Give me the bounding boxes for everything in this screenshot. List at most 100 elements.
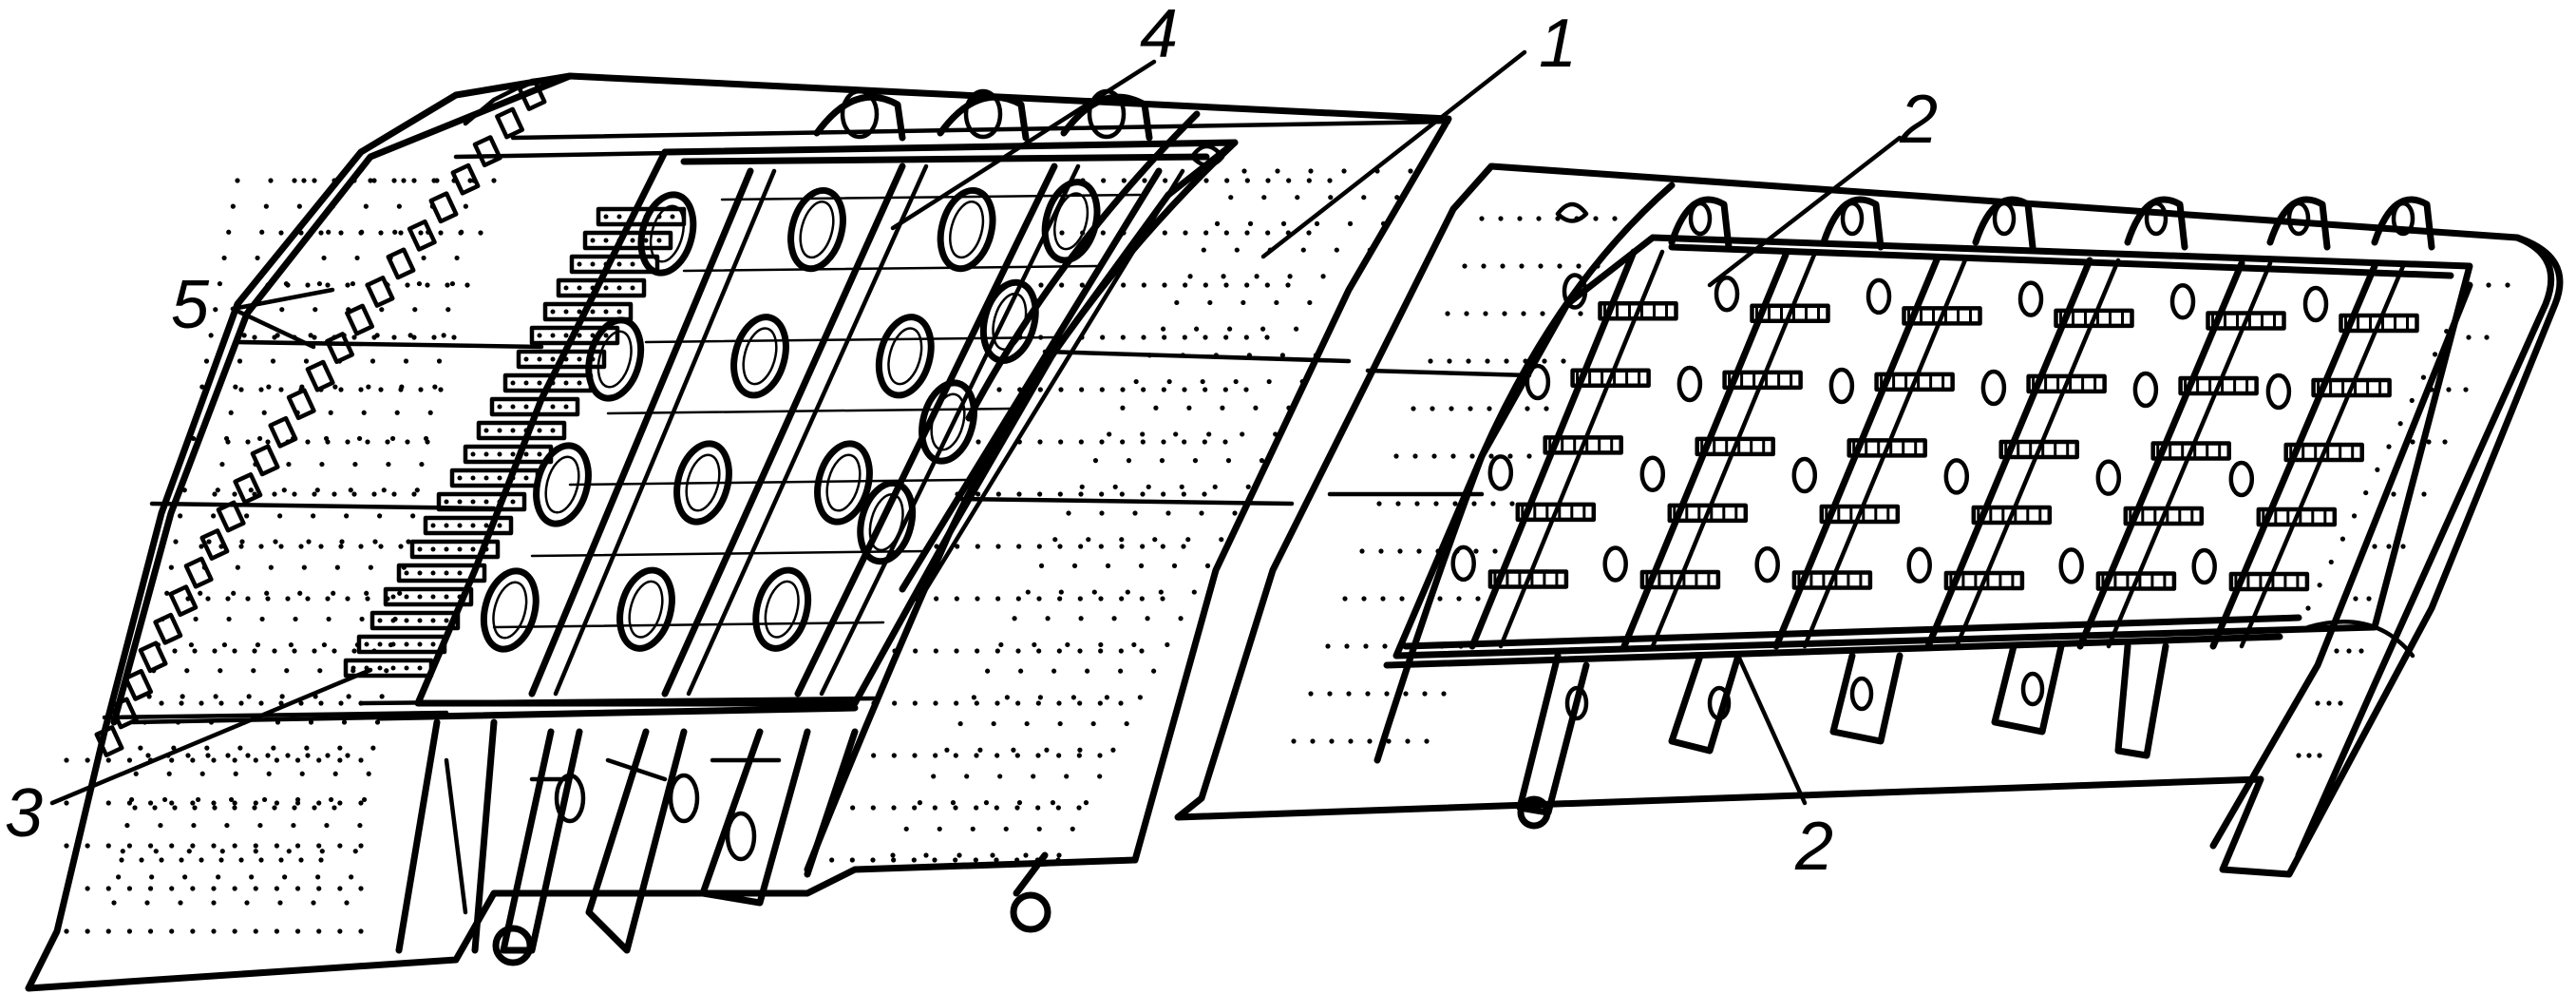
rivet bbox=[1098, 641, 1104, 648]
rivet bbox=[259, 616, 265, 622]
rivet bbox=[277, 513, 283, 519]
filler-dot bbox=[577, 309, 582, 315]
stiffener-block bbox=[1750, 303, 1830, 324]
stiffener-block bbox=[1487, 569, 1569, 589]
rivet bbox=[2306, 753, 2312, 758]
rivet bbox=[1121, 282, 1127, 288]
rivet bbox=[266, 384, 272, 390]
rivet bbox=[275, 719, 281, 725]
rivet bbox=[308, 333, 313, 338]
rivet bbox=[1066, 510, 1071, 516]
rivet bbox=[1308, 691, 1314, 697]
lightening-hole bbox=[2228, 460, 2255, 498]
rivet bbox=[331, 491, 337, 497]
rivet bbox=[323, 435, 330, 442]
rivet bbox=[1163, 178, 1168, 183]
rivet bbox=[2467, 282, 2472, 288]
rivet bbox=[1401, 643, 1407, 649]
rivet bbox=[391, 491, 397, 497]
rivet bbox=[211, 800, 217, 806]
filler-cell bbox=[582, 230, 673, 251]
filler-dot bbox=[590, 356, 596, 362]
filler-dot bbox=[523, 475, 529, 481]
rivet bbox=[292, 178, 297, 183]
rivet bbox=[132, 805, 138, 811]
rib bbox=[528, 167, 754, 698]
rivet bbox=[301, 178, 307, 183]
rivet bbox=[372, 539, 378, 545]
stiffener bbox=[530, 549, 928, 558]
filler-dot bbox=[537, 404, 542, 410]
filler-dot bbox=[577, 285, 582, 291]
rivet bbox=[1078, 439, 1084, 445]
stiffener-block bbox=[2256, 507, 2338, 527]
rivet bbox=[1202, 491, 1207, 497]
filler-dot bbox=[550, 309, 556, 315]
rivet bbox=[1118, 700, 1124, 706]
rivet bbox=[1119, 544, 1125, 549]
lightening-hole bbox=[673, 440, 732, 526]
rivet bbox=[268, 564, 274, 570]
rivet bbox=[1540, 311, 1545, 316]
filler-dot bbox=[417, 594, 423, 600]
lightening-hole-inner bbox=[949, 201, 985, 259]
rivet bbox=[232, 648, 237, 654]
rivet bbox=[124, 822, 130, 829]
rivet bbox=[248, 487, 254, 493]
rivet bbox=[1286, 178, 1292, 183]
rivet bbox=[2358, 648, 2364, 654]
rivet bbox=[238, 387, 244, 392]
rivet bbox=[1166, 378, 1172, 385]
rivet bbox=[2317, 753, 2322, 758]
rivet bbox=[406, 539, 411, 545]
rivet bbox=[933, 753, 938, 758]
rivet bbox=[233, 771, 238, 776]
rivet bbox=[126, 843, 133, 849]
lightening-hole-inner bbox=[685, 453, 721, 512]
filler-dot bbox=[616, 238, 622, 243]
rivet bbox=[1016, 439, 1022, 445]
filler-dot bbox=[603, 333, 609, 338]
rivet bbox=[1090, 720, 1096, 727]
rivet bbox=[1228, 195, 1234, 201]
rivet bbox=[232, 805, 237, 811]
rivet bbox=[1334, 247, 1339, 253]
filler-cell bbox=[596, 206, 687, 227]
lightening-hole-inner bbox=[649, 204, 685, 263]
rivet bbox=[1259, 458, 1265, 464]
rivet bbox=[85, 843, 90, 849]
rivet bbox=[1327, 326, 1333, 332]
rivet bbox=[1023, 852, 1029, 858]
rivet bbox=[1441, 691, 1447, 697]
rivet bbox=[351, 491, 357, 497]
rivet bbox=[931, 774, 937, 779]
filler-dot bbox=[537, 333, 542, 338]
rivet bbox=[232, 886, 237, 891]
rivet bbox=[294, 928, 301, 934]
rivet bbox=[159, 700, 164, 706]
rivet bbox=[274, 800, 280, 806]
rivet bbox=[1287, 274, 1293, 279]
rivet bbox=[1070, 695, 1076, 700]
rivet bbox=[1016, 800, 1023, 806]
filler-dot bbox=[497, 499, 502, 505]
rivet bbox=[2409, 397, 2415, 404]
rivet bbox=[1018, 668, 1024, 674]
rivet bbox=[139, 857, 144, 863]
rivet bbox=[917, 800, 923, 806]
rivet bbox=[1058, 589, 1064, 595]
rivet bbox=[191, 822, 197, 829]
rivet bbox=[1080, 230, 1086, 236]
rivet bbox=[374, 333, 380, 338]
rivet bbox=[208, 719, 215, 725]
rivet bbox=[1574, 216, 1580, 221]
rivet bbox=[359, 229, 365, 235]
rivet bbox=[2372, 544, 2377, 549]
rivet bbox=[1162, 282, 1167, 288]
rivet bbox=[1076, 753, 1082, 758]
rivet bbox=[891, 753, 897, 758]
rivet bbox=[244, 900, 250, 906]
rivet bbox=[1344, 643, 1350, 649]
rivet bbox=[378, 544, 384, 549]
rivet bbox=[161, 796, 168, 803]
